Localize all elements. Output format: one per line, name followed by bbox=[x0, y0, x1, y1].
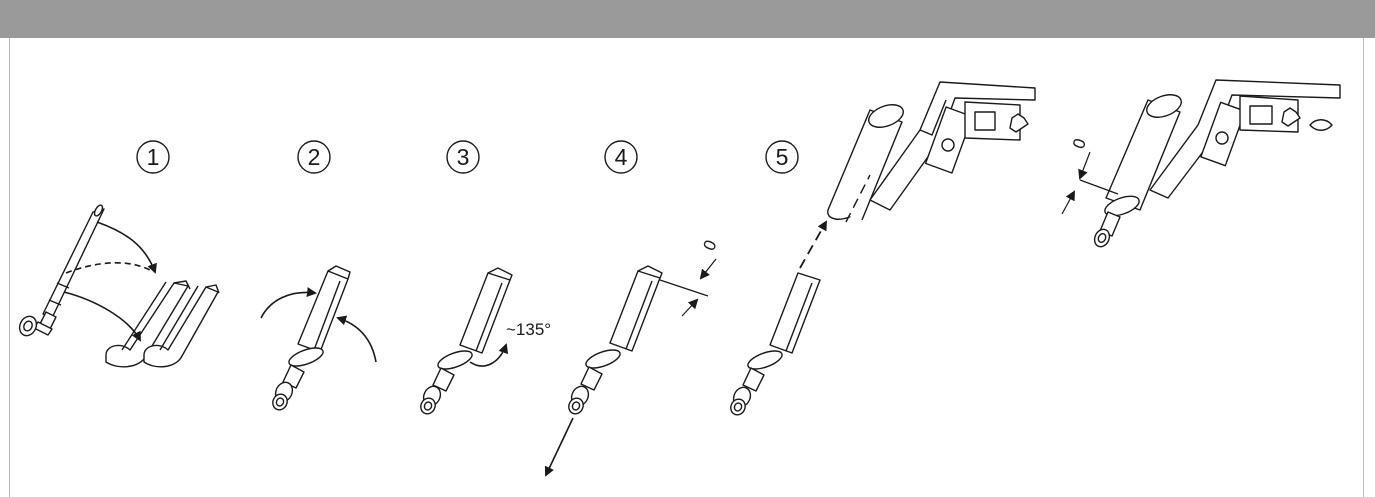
step-number-3: 3 bbox=[457, 144, 470, 170]
step-number-2: 2 bbox=[308, 144, 321, 170]
gap-dimension-final bbox=[1061, 151, 1119, 215]
content-frame bbox=[9, 38, 1364, 497]
step-number-4: 4 bbox=[615, 144, 628, 170]
step-badge-3: 3 bbox=[446, 140, 480, 174]
insert-axis-line bbox=[845, 174, 871, 223]
step-badge-2: 2 bbox=[297, 140, 331, 174]
assembled-hinge-icon bbox=[1093, 79, 1341, 248]
pull-pin-icon bbox=[568, 265, 663, 415]
insert-into-hinge-icon bbox=[730, 81, 1036, 416]
step-badge-1: 1 bbox=[136, 140, 170, 174]
pull-down-arrow bbox=[544, 417, 574, 477]
step2-arrows bbox=[260, 287, 377, 363]
gap-label-final: 0 bbox=[1069, 136, 1090, 151]
step-badge-4: 4 bbox=[604, 140, 638, 174]
rotation-angle-label: ~135° bbox=[506, 320, 551, 339]
gap-label-step4: 0 bbox=[699, 237, 720, 254]
step-number-5: 5 bbox=[776, 144, 789, 170]
step1-arrows bbox=[63, 221, 157, 342]
gap-dimension-step4 bbox=[659, 258, 717, 317]
rotate-sleeve-icon bbox=[420, 267, 513, 415]
pin-and-sleeve-halves-icon bbox=[18, 204, 220, 368]
rotation-arrow bbox=[469, 343, 509, 367]
header-bar bbox=[0, 0, 1375, 38]
step-number-1: 1 bbox=[147, 144, 160, 170]
closing-sleeve-icon bbox=[272, 265, 351, 411]
insert-arrow bbox=[799, 220, 827, 269]
step-badge-5: 5 bbox=[765, 140, 799, 174]
